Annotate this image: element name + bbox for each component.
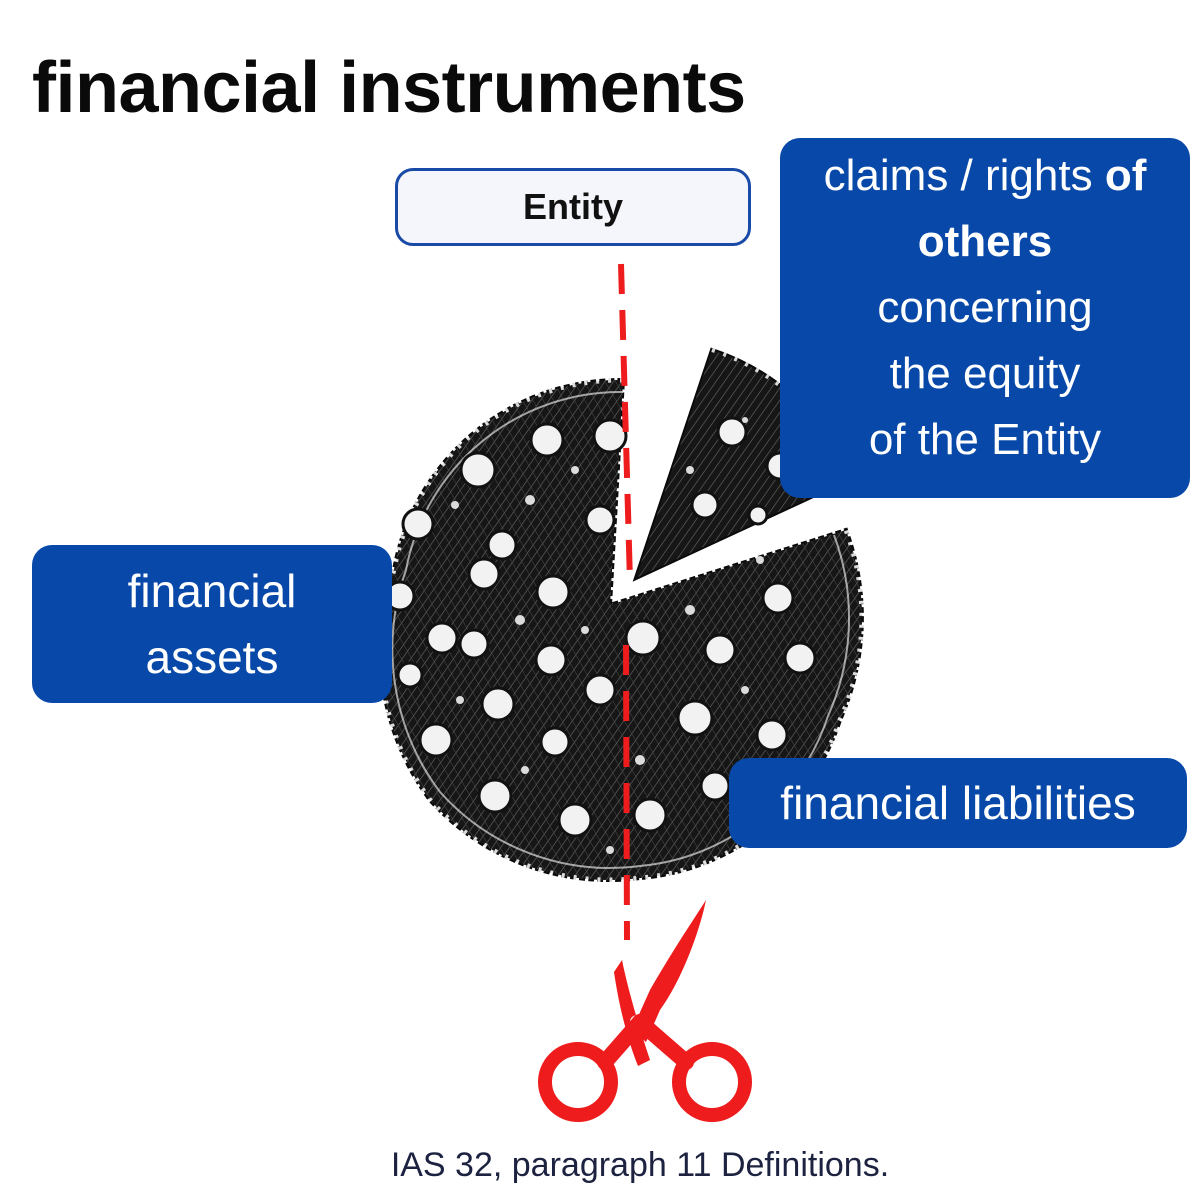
entity-label: Entity xyxy=(522,186,623,227)
financial-liabilities-box: financial liabilities xyxy=(729,758,1187,848)
liabilities-label: financial liabilities xyxy=(780,777,1136,829)
scissors-icon xyxy=(538,900,752,1122)
claims-line-5: of the Entity xyxy=(868,415,1102,464)
claims-text: claims / rights xyxy=(823,151,1105,200)
page-title: financial instruments xyxy=(32,48,746,128)
claims-line-3: concerning xyxy=(877,283,1093,332)
source-caption: IAS 32, paragraph 11 Definitions. xyxy=(390,1146,890,1184)
cut-line xyxy=(618,263,633,583)
claims-others-text: others xyxy=(917,217,1053,266)
claims-line-1: claims / rights of xyxy=(824,143,1147,209)
claims-line-2: others xyxy=(918,209,1052,275)
financial-assets-box: financial assets xyxy=(32,545,392,703)
claims-of-text: of xyxy=(1104,151,1147,200)
claims-line-4: the equity xyxy=(889,349,1081,398)
claims-of-others-box: claims / rights of others concerning the… xyxy=(780,138,1190,498)
assets-line-1: financial xyxy=(127,565,297,617)
assets-line-2: assets xyxy=(145,631,279,683)
entity-label-box: Entity xyxy=(395,168,751,246)
